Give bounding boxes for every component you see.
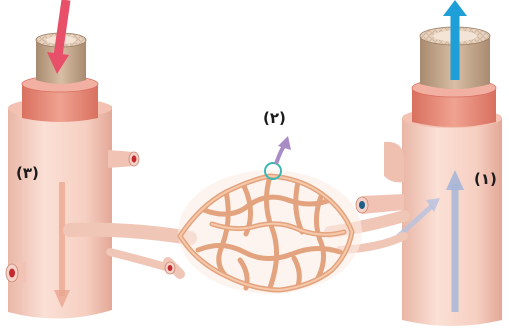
right-vessel (356, 0, 502, 326)
arrow-up-icon (276, 146, 284, 164)
label-two: (٢) (263, 111, 286, 126)
left-vessel (6, 0, 139, 319)
capillary-bed (178, 170, 362, 294)
label-three: (٣) (16, 166, 39, 181)
label-one: (١) (474, 172, 497, 187)
